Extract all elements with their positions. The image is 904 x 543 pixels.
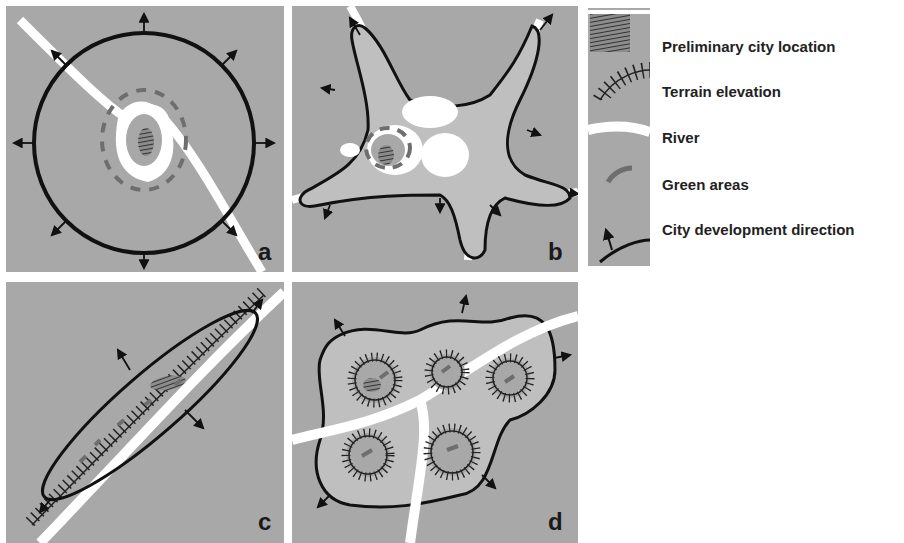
panel-letter: a — [258, 238, 271, 266]
legend-text: River — [662, 129, 700, 146]
panel-b — [292, 6, 578, 272]
legend-text: Green areas — [662, 176, 749, 193]
panel-letter: c — [258, 508, 271, 536]
panel-a — [6, 6, 284, 272]
panel-letter: d — [548, 508, 563, 536]
legend-text: City development direction — [662, 221, 855, 238]
legend-text: Terrain elevation — [662, 83, 781, 100]
legend-text: Preliminary city location — [662, 38, 835, 55]
legend-swatches — [588, 8, 650, 266]
panel-letter: b — [548, 238, 563, 266]
panel-d — [292, 282, 578, 543]
panel-c — [6, 282, 284, 543]
